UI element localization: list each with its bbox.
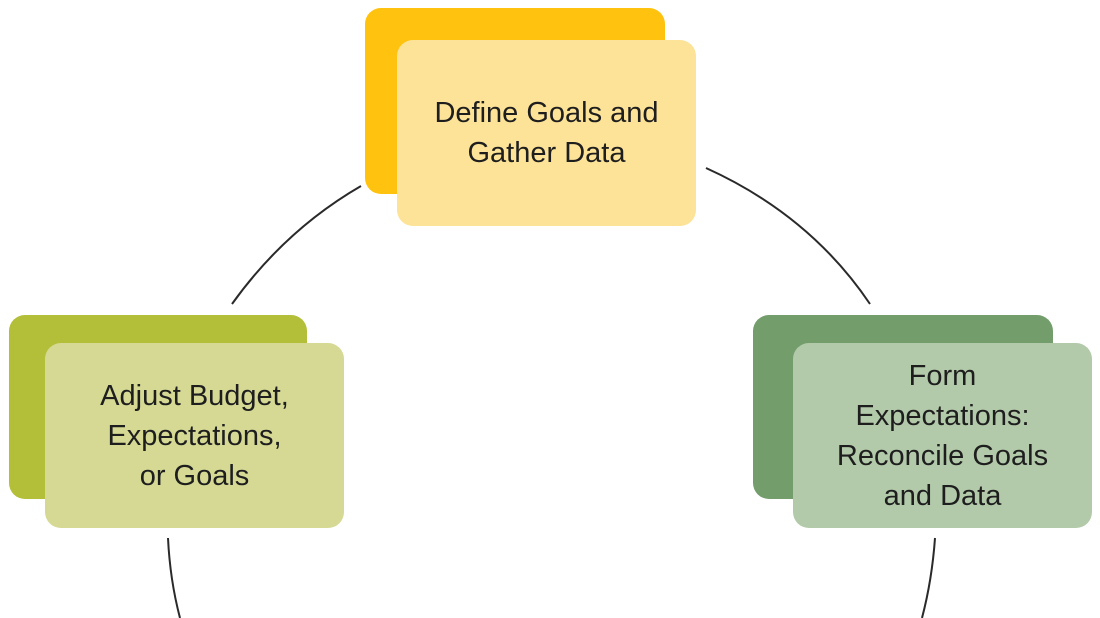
node-define-goals-line-2: Gather Data [467, 137, 626, 169]
node-form-expectations-line-1: Form [908, 359, 977, 392]
connector-left-to-top [231, 185, 362, 305]
connector-top-to-right [705, 167, 871, 305]
node-form-expectations-line-4: and Data [883, 479, 1002, 512]
node-form-expectations-line-2: Expectations: [855, 399, 1030, 432]
node-adjust-budget-line-1: Adjust Budget, [100, 379, 289, 412]
node-form-expectations-card: Form Expectations: Reconcile Goals and D… [793, 343, 1092, 528]
node-adjust-budget-line-2: Expectations, [107, 419, 282, 452]
node-adjust-budget-line-3: or Goals [139, 459, 250, 492]
node-define-goals-card: Define Goals and Gather Data [397, 40, 696, 226]
node-define-goals-line-1: Define Goals and [434, 97, 659, 129]
node-adjust-budget-card: Adjust Budget, Expectations, or Goals [45, 343, 344, 528]
node-form-expectations-line-3: Reconcile Goals [836, 439, 1049, 472]
connector-right-bottom [921, 537, 936, 618]
connector-left-bottom [167, 537, 181, 618]
